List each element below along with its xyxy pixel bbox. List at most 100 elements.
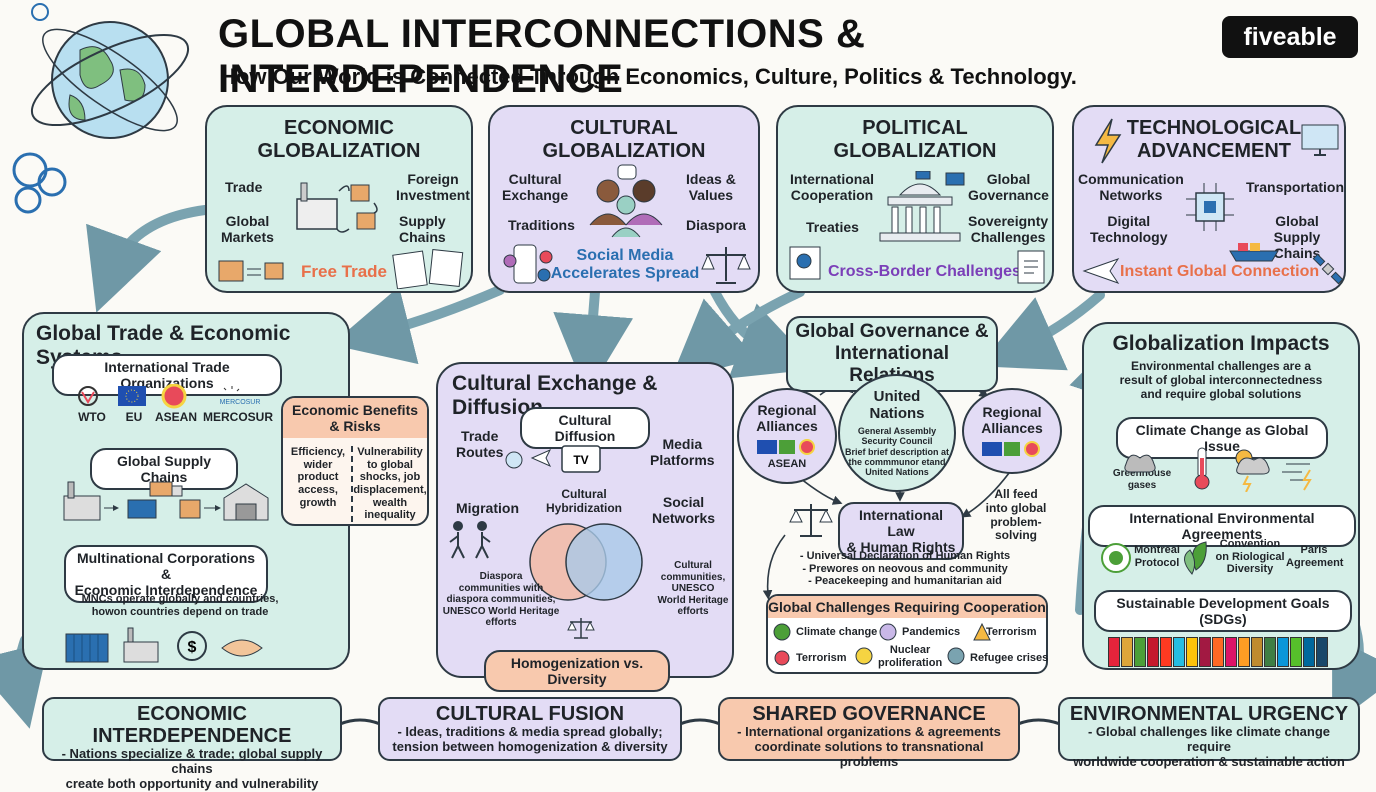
box-icon: [217, 257, 287, 285]
card-economic-title: ECONOMIC GLOBALIZATION: [257, 117, 421, 162]
un-description: General Assembly Security Council Brief …: [844, 426, 950, 478]
supply-chain-icons: [60, 476, 280, 526]
pill-sdgs: Sustainable Development Goals (SDGs): [1094, 590, 1352, 633]
mnc-description: MNCs operate globally and countries, how…: [81, 593, 279, 618]
label-social-media: Social Media Accelerates Spread: [550, 247, 700, 282]
label-cultural-exchange: Cultural Exchange: [502, 171, 569, 204]
factory-icon: [63, 481, 101, 521]
card-technological-title: TECHNOLOGICAL ADVANCEMENT: [1126, 117, 1302, 162]
label-transportation: Transportation: [1246, 179, 1345, 195]
circle-regional-alliances-right: Regional Alliances: [962, 388, 1062, 474]
challenge-icons: [772, 622, 1048, 670]
sdg-tile: [1264, 637, 1276, 667]
sdg-tile: [1290, 637, 1302, 667]
note-cultural-communities: Cultural communities, UNESCO World Herit…: [657, 560, 729, 617]
ship-icon: [1228, 237, 1280, 263]
label-trade: Trade: [225, 179, 263, 195]
card-cultural-title: CULTURAL GLOBALIZATION: [542, 117, 706, 162]
section-cultural-exchange-title: Cultural Exchange & Diffusion: [452, 372, 658, 420]
sdg-tile: [1121, 637, 1133, 667]
org-wto: WTO: [78, 410, 106, 424]
page-title: GLOBAL INTERCONNECTIONS & INTERDEPENDENC…: [218, 12, 866, 101]
sdg-tile: [1303, 637, 1315, 667]
label-trade-routes: Trade Routes: [456, 428, 504, 461]
label-global-governance: Global Governance: [968, 171, 1049, 204]
label-digital-technology: Digital Technology: [1090, 213, 1168, 246]
lightning-icon: [1092, 117, 1124, 165]
benefits-right: Vulnerability to global shocks, job disp…: [353, 446, 427, 522]
org-eu: EU: [125, 410, 143, 424]
scales-icon: [566, 616, 596, 640]
label-cross-border: Cross-Border Challenges: [828, 263, 1021, 280]
note-diaspora: Diaspora communities with diaspora commu…: [442, 571, 560, 628]
sdg-tile: [1173, 637, 1185, 667]
org-asean: ASEAN: [154, 410, 197, 424]
box-global-challenges: Global Challenges Requiring Cooperation: [766, 594, 1048, 674]
label-diaspora: Diaspora: [686, 217, 746, 233]
footer-shared-governance: SHARED GOVERNANCE - International organi…: [718, 697, 1020, 769]
pill-climate-change: Climate Change as Global Issue: [1116, 417, 1328, 460]
document-icon: [391, 249, 467, 289]
un-title: United Nations: [869, 388, 925, 423]
circle-united-nations: United Nations General Assembly Security…: [838, 374, 956, 492]
label-global-supply-chains: Global Supply Chains: [1273, 213, 1321, 262]
mercosur-logo-text: MERCOSUR: [220, 399, 261, 406]
challenges-title: Global Challenges Requiring Cooperation: [768, 596, 1046, 618]
label-ideas-values: Ideas & Values: [686, 171, 736, 204]
label-migration: Migration: [456, 500, 519, 516]
people-icon: [586, 163, 666, 239]
benefits-title: Economic Benefits & Risks: [283, 398, 427, 438]
label-instant-global-connection: Instant Global Connection: [1120, 263, 1320, 280]
sdg-tile: [1316, 637, 1328, 667]
capitol-icon: [870, 171, 970, 245]
card-cultural-globalization: CULTURAL GLOBALIZATION Cultural Exchange…: [488, 105, 760, 293]
label-paris-agreement: Paris Agreement: [1286, 544, 1344, 569]
org-mercosur: MERCOSUR: [202, 410, 273, 424]
label-traditions: Traditions: [508, 217, 575, 233]
benefits-divider: [351, 446, 353, 522]
pill-cultural-diffusion: Cultural Diffusion: [520, 407, 650, 450]
globe-icon: [12, 3, 190, 214]
pill-global-governance: Global Governance & International Relati…: [786, 316, 998, 392]
impacts-intro: Environmental challenges are a result of…: [1119, 359, 1323, 401]
trade-icons: $: [62, 624, 282, 666]
truck-icon: [149, 481, 183, 497]
flag-icon: [915, 171, 931, 180]
dollar-cycle-icon: $: [177, 631, 207, 661]
sdg-tile: [1225, 637, 1237, 667]
impacts-title: Globalization Impacts: [1112, 332, 1330, 355]
label-international-cooperation: International Cooperation: [790, 171, 875, 204]
note-all-feed: All feed into global problem- solving: [985, 487, 1047, 543]
label-cultural-hybridization: Cultural Hybridization: [546, 487, 623, 515]
footer-cultural-fusion: CULTURAL FUSION - Ideas, traditions & me…: [378, 697, 682, 761]
warehouse-icon: [223, 483, 269, 521]
plane-icon: [1082, 255, 1120, 285]
challenge-nuclear: Nuclear proliferation: [878, 644, 943, 669]
regional-right-label: Regional Alliances: [981, 404, 1043, 437]
pill-homogenization: Homogenization vs. Diversity: [484, 650, 670, 693]
factory-icon: [289, 171, 389, 241]
sdg-tile: [1199, 637, 1211, 667]
leaf-icon: [1100, 540, 1210, 576]
flags-icon: [980, 440, 1044, 458]
document-icon: [786, 243, 826, 283]
footer-cultural-desc: - Ideas, traditions & media spread globa…: [392, 724, 668, 754]
sdg-tile: [1108, 637, 1120, 667]
challenge-terrorism: Terrorism: [986, 626, 1037, 638]
sdg-tile: [1186, 637, 1198, 667]
footer-economic-title: ECONOMIC INTERDEPENDENCE: [92, 703, 292, 747]
sdg-tile: [1134, 637, 1146, 667]
label-global-markets: Global Markets: [221, 213, 274, 246]
migration-people-icon: [444, 520, 502, 560]
label-greenhouse-gases: Greenhouse gases: [1112, 468, 1172, 491]
challenge-refugee: Refugee crises: [970, 652, 1049, 664]
factory-icon: [123, 627, 159, 663]
label-communication-networks: Communication Networks: [1078, 171, 1184, 204]
plane-icon: [530, 448, 552, 468]
footer-governance-title: SHARED GOVERNANCE: [752, 703, 986, 725]
regional-left-label: Regional Alliances: [756, 402, 818, 435]
footer-cultural-title: CULTURAL FUSION: [435, 703, 625, 725]
label-free-trade: Free Trade: [301, 262, 387, 281]
scroll-icon: [1014, 247, 1050, 287]
fiveable-logo[interactable]: fiveable: [1222, 16, 1358, 58]
